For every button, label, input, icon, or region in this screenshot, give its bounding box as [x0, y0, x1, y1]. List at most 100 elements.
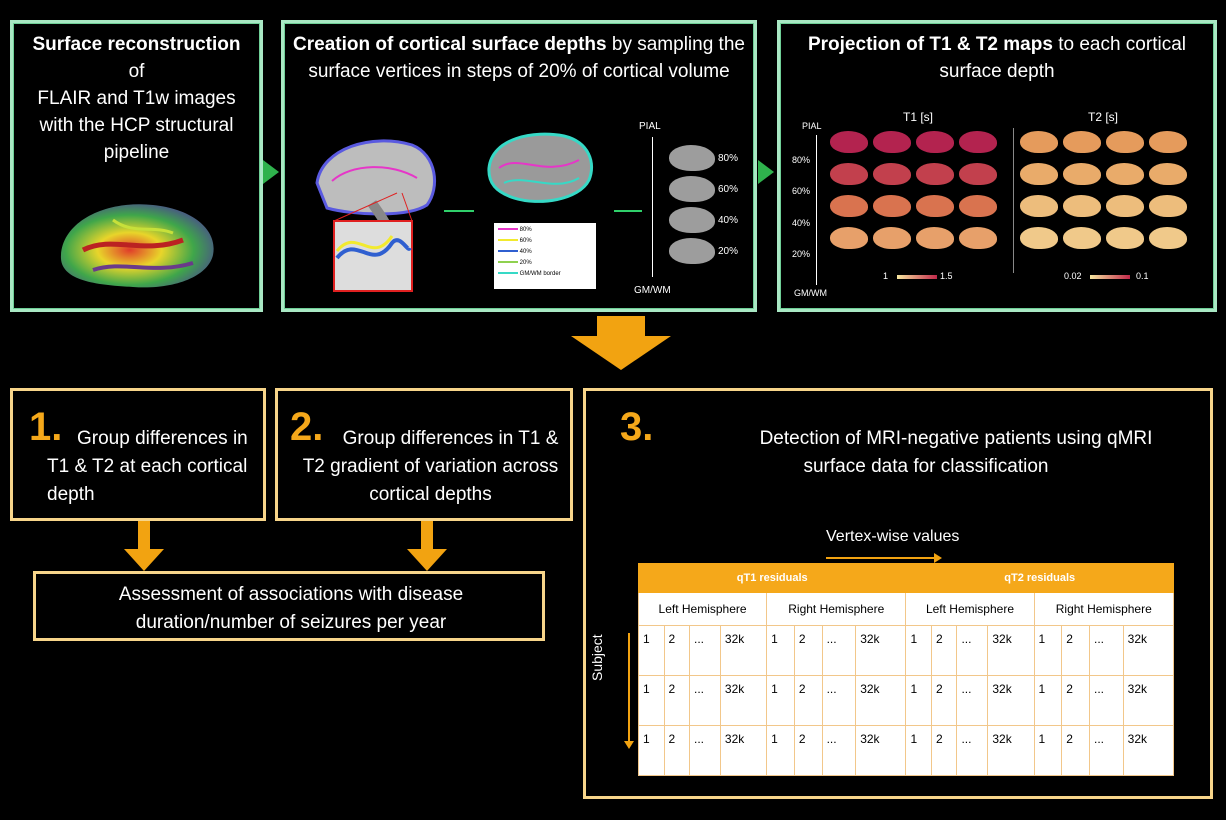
panel1-title: Surface reconstruction of FLAIR and T1w … — [13, 31, 260, 166]
t1-scale-min: 1 — [883, 271, 889, 281]
brain-thumbnail — [830, 227, 868, 249]
hemisphere-row: Left Hemisphere Right Hemisphere Left He… — [637, 592, 1175, 626]
depth-label: 60% — [718, 184, 739, 195]
arrow-head-icon — [624, 741, 634, 749]
table-cell: 2 — [663, 675, 690, 726]
classification-table: qT1 residuals qT2 residuals Left Hemisph… — [637, 563, 1175, 776]
table-cell: ... — [1089, 725, 1124, 776]
table-header-row: qT1 residuals qT2 residuals — [637, 563, 1174, 593]
brain-thumbnail — [959, 195, 997, 217]
box2-text: Group differences in T1 & T2 gradient of… — [302, 428, 559, 505]
t2-scale-max: 0.1 — [1136, 271, 1149, 281]
brain-thumbnail — [830, 163, 868, 185]
panel-surface-reconstruction: Surface reconstruction of FLAIR and T1w … — [10, 20, 263, 312]
table-cell: 1 — [905, 725, 932, 776]
panel1-title-line: FLAIR and T1w images — [37, 88, 236, 109]
table-cell: ... — [821, 725, 857, 776]
brain-thumbnail — [1106, 195, 1144, 217]
brain-thumbnail — [916, 195, 954, 217]
arrow-right-icon — [614, 210, 642, 212]
table-cell: 32k — [855, 725, 907, 776]
brain-thumbnail — [916, 227, 954, 249]
legend-item: 80% — [498, 227, 532, 233]
brain-thumbnail — [1063, 227, 1101, 249]
depth-legend: 80% 60% 40% 20% GM/WM border — [494, 223, 596, 289]
brain-thumbnail — [1020, 227, 1058, 249]
legend-label: 40% — [519, 249, 532, 255]
brain-thumbnail — [830, 195, 868, 217]
table-cell: 32k — [855, 675, 907, 726]
legend-label: 60% — [519, 238, 532, 244]
axis-bottom-label: GM/WM — [794, 288, 827, 298]
panel3-title: Projection of T1 & T2 maps to each corti… — [780, 31, 1214, 85]
brain-thumbnail — [1020, 163, 1058, 185]
brain-thumbnail — [873, 163, 911, 185]
t2-brain-grid — [1020, 131, 1190, 271]
axis-bottom-label: GM/WM — [634, 285, 671, 296]
table-cell: 1 — [905, 625, 932, 676]
table-cell: 2 — [930, 625, 958, 676]
axis-top-label: PIAL — [802, 121, 822, 131]
legend-item: 20% — [498, 260, 532, 266]
table-cell: 2 — [1061, 675, 1090, 726]
brain-surface-image — [60, 204, 214, 288]
brain-thumbnail — [1106, 163, 1144, 185]
axis-top-label: PIAL — [639, 121, 661, 132]
brain-thumbnail — [1106, 131, 1144, 153]
subject-label: Subject — [589, 634, 605, 681]
table-cell: 1 — [638, 675, 665, 726]
brain-thumbnail — [1149, 227, 1187, 249]
depth-surface — [669, 145, 715, 171]
table-cell: ... — [689, 675, 721, 726]
t2-label: T2 [s] — [1088, 110, 1119, 124]
vertex-label: Vertex-wise values — [826, 528, 960, 545]
brain-thumbnail — [1106, 227, 1144, 249]
table-cell: 32k — [1122, 625, 1175, 676]
qt1-header: qT1 residuals — [637, 563, 907, 593]
table-cell: ... — [1089, 675, 1124, 726]
hemisphere-label: Right Hemisphere — [1033, 592, 1175, 626]
qt2-header: qT2 residuals — [905, 563, 1174, 593]
table-cell: ... — [689, 725, 721, 776]
brain-thumbnail — [873, 227, 911, 249]
step-number: 3. — [620, 405, 654, 449]
depth-surface — [669, 176, 715, 202]
table-cell: 2 — [793, 725, 823, 776]
panel3-title-rest: to each cortical surface depth — [939, 34, 1186, 82]
legend-label: 20% — [519, 260, 532, 266]
t1-brain-grid — [830, 131, 1000, 271]
brain-thumbnail — [1063, 195, 1101, 217]
table-cell: 2 — [793, 675, 823, 726]
panel2-title: Creation of cortical surface depths by s… — [284, 31, 754, 85]
depth-axis — [816, 135, 817, 285]
t1-scale-max: 1.5 — [940, 271, 953, 281]
table-cell: 2 — [1061, 725, 1090, 776]
panel2-title-bold: Creation of cortical surface depths — [293, 34, 607, 55]
box1-text: Group differences in T1 & T2 at each cor… — [47, 428, 248, 505]
brain-thumbnail — [1063, 131, 1101, 153]
table-cell: ... — [821, 675, 857, 726]
table-cell: 2 — [930, 725, 958, 776]
arrow-down-icon — [571, 316, 671, 370]
box3-text: Detection of MRI-negative patients using… — [759, 428, 1153, 477]
arrow-right-icon — [826, 557, 936, 559]
table-cell: 2 — [663, 625, 690, 676]
assoc-text: Assessment of associations with disease … — [118, 584, 464, 633]
table-cell: 32k — [855, 625, 907, 676]
brain-thumbnail — [916, 163, 954, 185]
table-cell: 2 — [793, 625, 823, 676]
legend-label: GM/WM border — [519, 271, 561, 277]
layered-brain-image — [487, 132, 594, 203]
brain-thumbnail — [1020, 195, 1058, 217]
brain-thumbnail — [873, 195, 911, 217]
panel-cortical-depths: Creation of cortical surface depths by s… — [281, 20, 757, 312]
table-cell: 32k — [1122, 725, 1175, 776]
table-cell: 1 — [905, 675, 932, 726]
brain-thumbnail — [1063, 163, 1101, 185]
table-cell: 1 — [766, 625, 795, 676]
table-cell: 32k — [1122, 675, 1175, 726]
panel1-title-bold: Surface reconstruction — [32, 34, 241, 55]
